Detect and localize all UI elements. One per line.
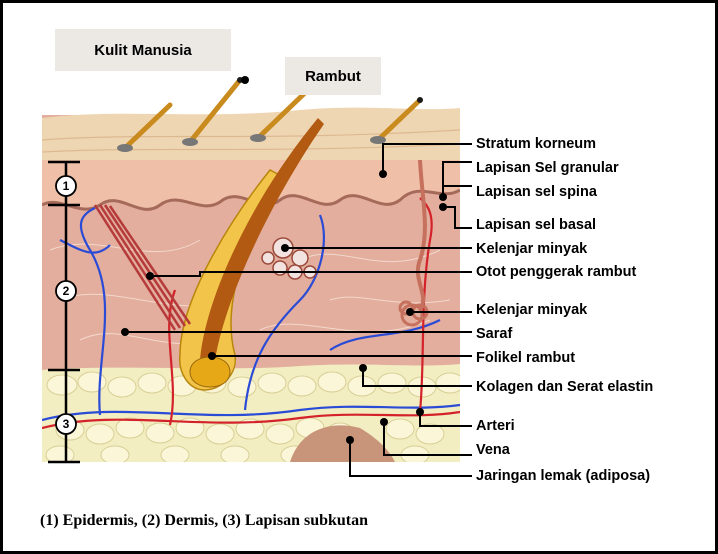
layer-number-1: 1: [63, 179, 70, 193]
label-adipose: Jaringan lemak (adiposa): [476, 469, 650, 484]
label-nerve: Saraf: [476, 327, 512, 342]
figure-caption: (1) Epidermis, (2) Dermis, (3) Lapisan s…: [40, 512, 368, 530]
label-stratum-korneum: Stratum korneum: [476, 137, 596, 152]
label-sweat-gland: Kelenjar minyak: [476, 303, 587, 318]
hair-bulb: [190, 357, 230, 387]
label-collagen: Kolagen dan Serat elastin: [476, 380, 653, 395]
label-arrector-pili: Otot penggerak rambut: [476, 265, 636, 280]
layer-number-3: 3: [63, 417, 70, 431]
label-sebaceous-gland: Kelenjar minyak: [476, 242, 587, 257]
label-basal-layer: Lapisan sel basal: [476, 218, 596, 233]
layer-number-2: 2: [63, 284, 70, 298]
hair-label: Rambut: [285, 57, 381, 95]
diagram-title: Kulit Manusia: [55, 29, 231, 71]
label-granular-layer: Lapisan Sel granular: [476, 161, 619, 176]
label-hair-follicle: Folikel rambut: [476, 351, 575, 366]
label-artery: Arteri: [476, 419, 515, 434]
label-spinous-layer: Lapisan sel spina: [476, 185, 597, 200]
stratum-corneum: [42, 108, 460, 160]
label-vein: Vena: [476, 443, 510, 458]
